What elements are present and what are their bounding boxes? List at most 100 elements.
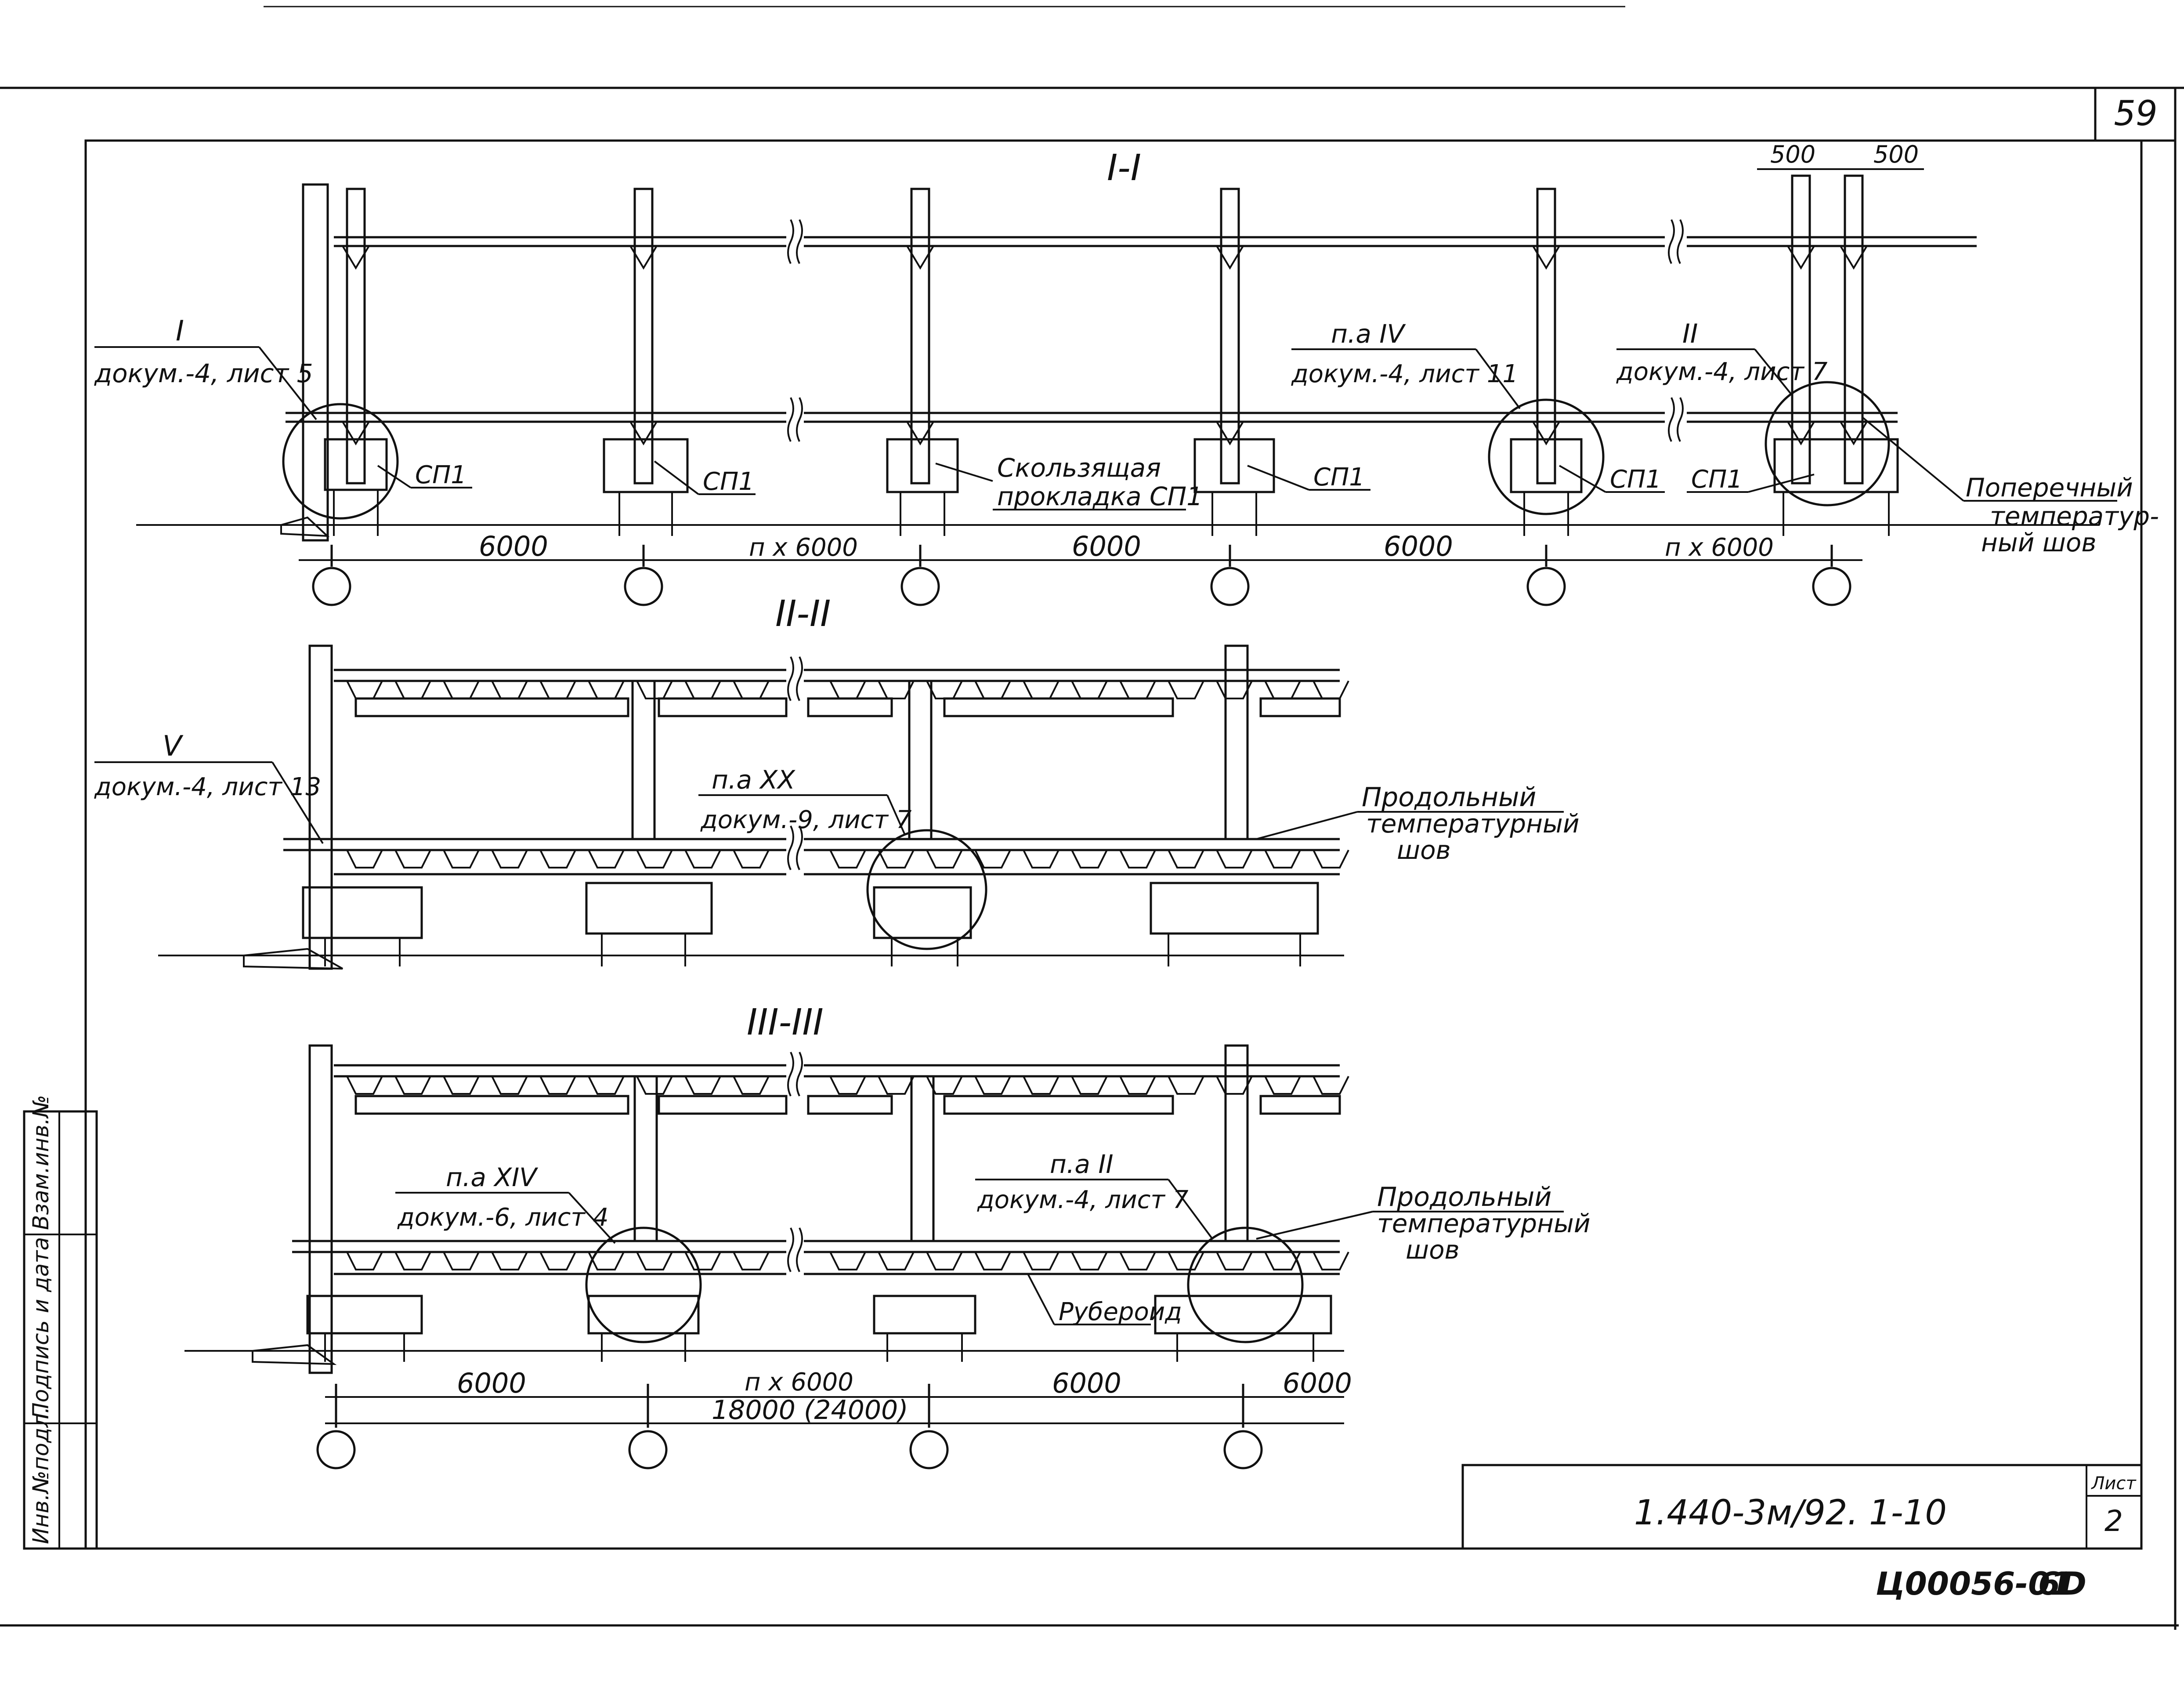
transverse-joint-label-2: температур- — [1990, 501, 2159, 531]
longitudinal-joint-III-3: шов — [1406, 1235, 1460, 1265]
slab-rib — [829, 1076, 866, 1095]
slab-rib — [829, 680, 866, 699]
sp1-label-2: СП1 — [703, 467, 754, 496]
slab-rib — [491, 680, 528, 699]
dim-I-5: п х 6000 — [1665, 533, 1774, 562]
page-number: 59 — [2114, 94, 2157, 134]
transverse-joint-label-1: Поперечный — [1966, 473, 2133, 503]
slab-rib — [443, 1076, 480, 1095]
stamp-replace-label: Взам.инв.№ — [28, 1095, 54, 1230]
slab-rib — [878, 1252, 915, 1270]
outer-wall-II — [308, 644, 333, 970]
callout-I-mark: I — [176, 315, 184, 347]
slab-rib — [974, 680, 1011, 699]
list-number: 2 — [2104, 1504, 2123, 1538]
callout-II: II докум.-4, лист 7 — [1616, 318, 1828, 396]
stamp-inv-label: Инв.№подл. — [28, 1407, 54, 1544]
beams-III — [354, 1095, 1341, 1115]
callout-II-ref: докум.-4, лист 7 — [1616, 358, 1828, 386]
slab-rib — [829, 850, 866, 868]
section-III-title: III-III — [747, 1002, 824, 1043]
slab-rib — [1264, 1252, 1301, 1270]
slab-rib — [636, 1252, 673, 1270]
longitudinal-joint-III: Продольный температурный шов — [1256, 1182, 1591, 1265]
callout-XX-ref: докум.-9, лист 7 — [700, 806, 912, 834]
foundations-I — [324, 438, 1899, 493]
slab-rib — [1071, 680, 1108, 699]
slab-rib — [443, 850, 480, 868]
callout-II-III-mark: п.а II — [1050, 1149, 1114, 1179]
callout-V-mark: V — [163, 730, 184, 763]
callout-V: V докум.-4, лист 13 — [94, 730, 324, 844]
slabs-I — [286, 236, 1977, 423]
dim-I-1: 6000 — [479, 530, 548, 562]
dim-I-4: 6000 — [1384, 530, 1453, 562]
slab-rib — [1264, 680, 1301, 699]
sp1-label-5: СП1 — [1691, 465, 1743, 494]
side-stamp: Инв.№подл. Подпись и дата Взам.инв.№ — [23, 1095, 98, 1550]
slab-rib — [636, 1076, 673, 1095]
section-I-title: I-I — [1107, 147, 1141, 189]
slab-rib — [394, 1076, 431, 1095]
callout-IV-mark: п.а IV — [1331, 319, 1406, 349]
sheet-frame — [0, 6, 2184, 1630]
callout-I: I докум.-4, лист 5 — [94, 315, 317, 420]
page-number-box: 59 — [2094, 88, 2175, 142]
slab-rib — [636, 850, 673, 868]
longitudinal-joint-II: Продольный температурный шов — [1256, 782, 1580, 865]
slab-rib — [1071, 1076, 1108, 1095]
slab-rib — [1023, 1076, 1059, 1095]
foundations-III — [306, 1295, 1332, 1335]
slab-rib — [1023, 680, 1059, 699]
slab-rib — [1313, 680, 1349, 699]
detail-circles-III — [585, 1227, 1304, 1343]
slab-rib — [1119, 680, 1156, 699]
slab-rib — [1264, 850, 1301, 868]
detail-circles-I — [282, 381, 1890, 520]
slab-rib — [733, 680, 770, 699]
slab-rib — [974, 1076, 1011, 1095]
slabs-II — [283, 669, 1340, 876]
beams-II — [354, 697, 1341, 717]
section-III-III: III-III — [184, 1002, 1591, 1469]
slab-rib — [733, 850, 770, 868]
callout-V-ref: докум.-4, лист 13 — [94, 773, 321, 801]
slab-rib — [1119, 1076, 1156, 1095]
callout-II-mark: II — [1682, 318, 1698, 349]
dim-III-1: 6000 — [457, 1367, 526, 1399]
slab-rib — [1313, 850, 1349, 868]
slab-rib — [1216, 1252, 1253, 1270]
archive-code: Ц00056-01 — [1876, 1565, 2072, 1602]
section-II-title: II-II — [775, 593, 831, 635]
slab-rib — [1119, 1252, 1156, 1270]
stamp-signature-label: Подпись и дата — [28, 1237, 54, 1419]
slab-rib — [539, 1076, 576, 1095]
slab-rib — [491, 850, 528, 868]
title-block: 1.440-3м/92. 1-10 Лист 2 — [1461, 1464, 2143, 1550]
section-I-I: I-I — [94, 141, 2159, 606]
longitudinal-joint-III-1: Продольный — [1377, 1182, 1551, 1212]
slab-rib — [539, 1252, 576, 1270]
slab-rib — [1168, 680, 1204, 699]
outer-wall-III — [308, 1044, 333, 1374]
slab-rib — [878, 1076, 915, 1095]
slab-rib — [1071, 1252, 1108, 1270]
slab-rib — [346, 680, 383, 699]
callout-I-ref: докум.-4, лист 5 — [94, 358, 313, 388]
foundations-II — [302, 882, 1319, 939]
slab-rib — [1313, 1076, 1349, 1095]
slab-rib — [926, 850, 963, 868]
slab-rib — [926, 1076, 963, 1095]
slab-rib — [443, 1252, 480, 1270]
longitudinal-joint-II-2: температурный — [1366, 809, 1580, 839]
section-II-II: II-II — [94, 593, 1580, 970]
slab-rib — [346, 850, 383, 868]
slab-rib — [1264, 1076, 1301, 1095]
sliding-pad-label-2: прокладка СП1 — [997, 481, 1203, 511]
slab-rib — [733, 1076, 770, 1095]
columns-II — [631, 644, 1249, 840]
longitudinal-joint-III-2: температурный — [1377, 1209, 1591, 1238]
ruberoid-label: Рубероид — [1059, 1298, 1182, 1326]
callout-II-III: п.а II докум.-4, лист 7 — [975, 1149, 1213, 1240]
